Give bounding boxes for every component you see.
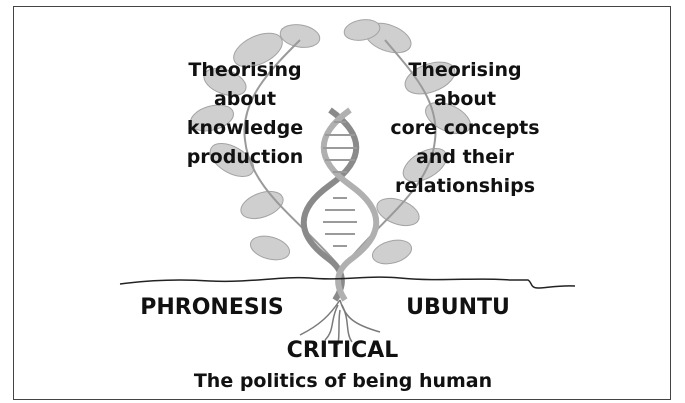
right-label-line: about (433, 88, 497, 110)
left-label-line: Theorising (188, 59, 302, 81)
left-label-line: production (186, 146, 304, 168)
right-label-line: Theorising (408, 59, 522, 81)
vine-leaves (190, 19, 471, 265)
diagram-frame (13, 6, 671, 400)
term-critical: CRITICAL (286, 338, 399, 363)
right-label-core-concepts: Theorising about core concepts and their… (370, 56, 560, 201)
caption-politics-of-being-human: The politics of being human (193, 370, 493, 392)
term-ubuntu: UBUNTU (406, 295, 510, 320)
double-helix-icon (300, 107, 380, 302)
left-label-line: knowledge (186, 117, 304, 139)
roots (299, 299, 381, 346)
left-label-line: about (213, 88, 277, 110)
right-label-line: and their (416, 146, 514, 168)
right-label-line: relationships (394, 175, 536, 197)
right-label-line: core concepts (390, 117, 540, 139)
term-phronesis: PHRONESIS (140, 295, 284, 320)
left-label-knowledge-production: Theorising about knowledge production (160, 56, 330, 172)
ground-line (119, 276, 576, 289)
